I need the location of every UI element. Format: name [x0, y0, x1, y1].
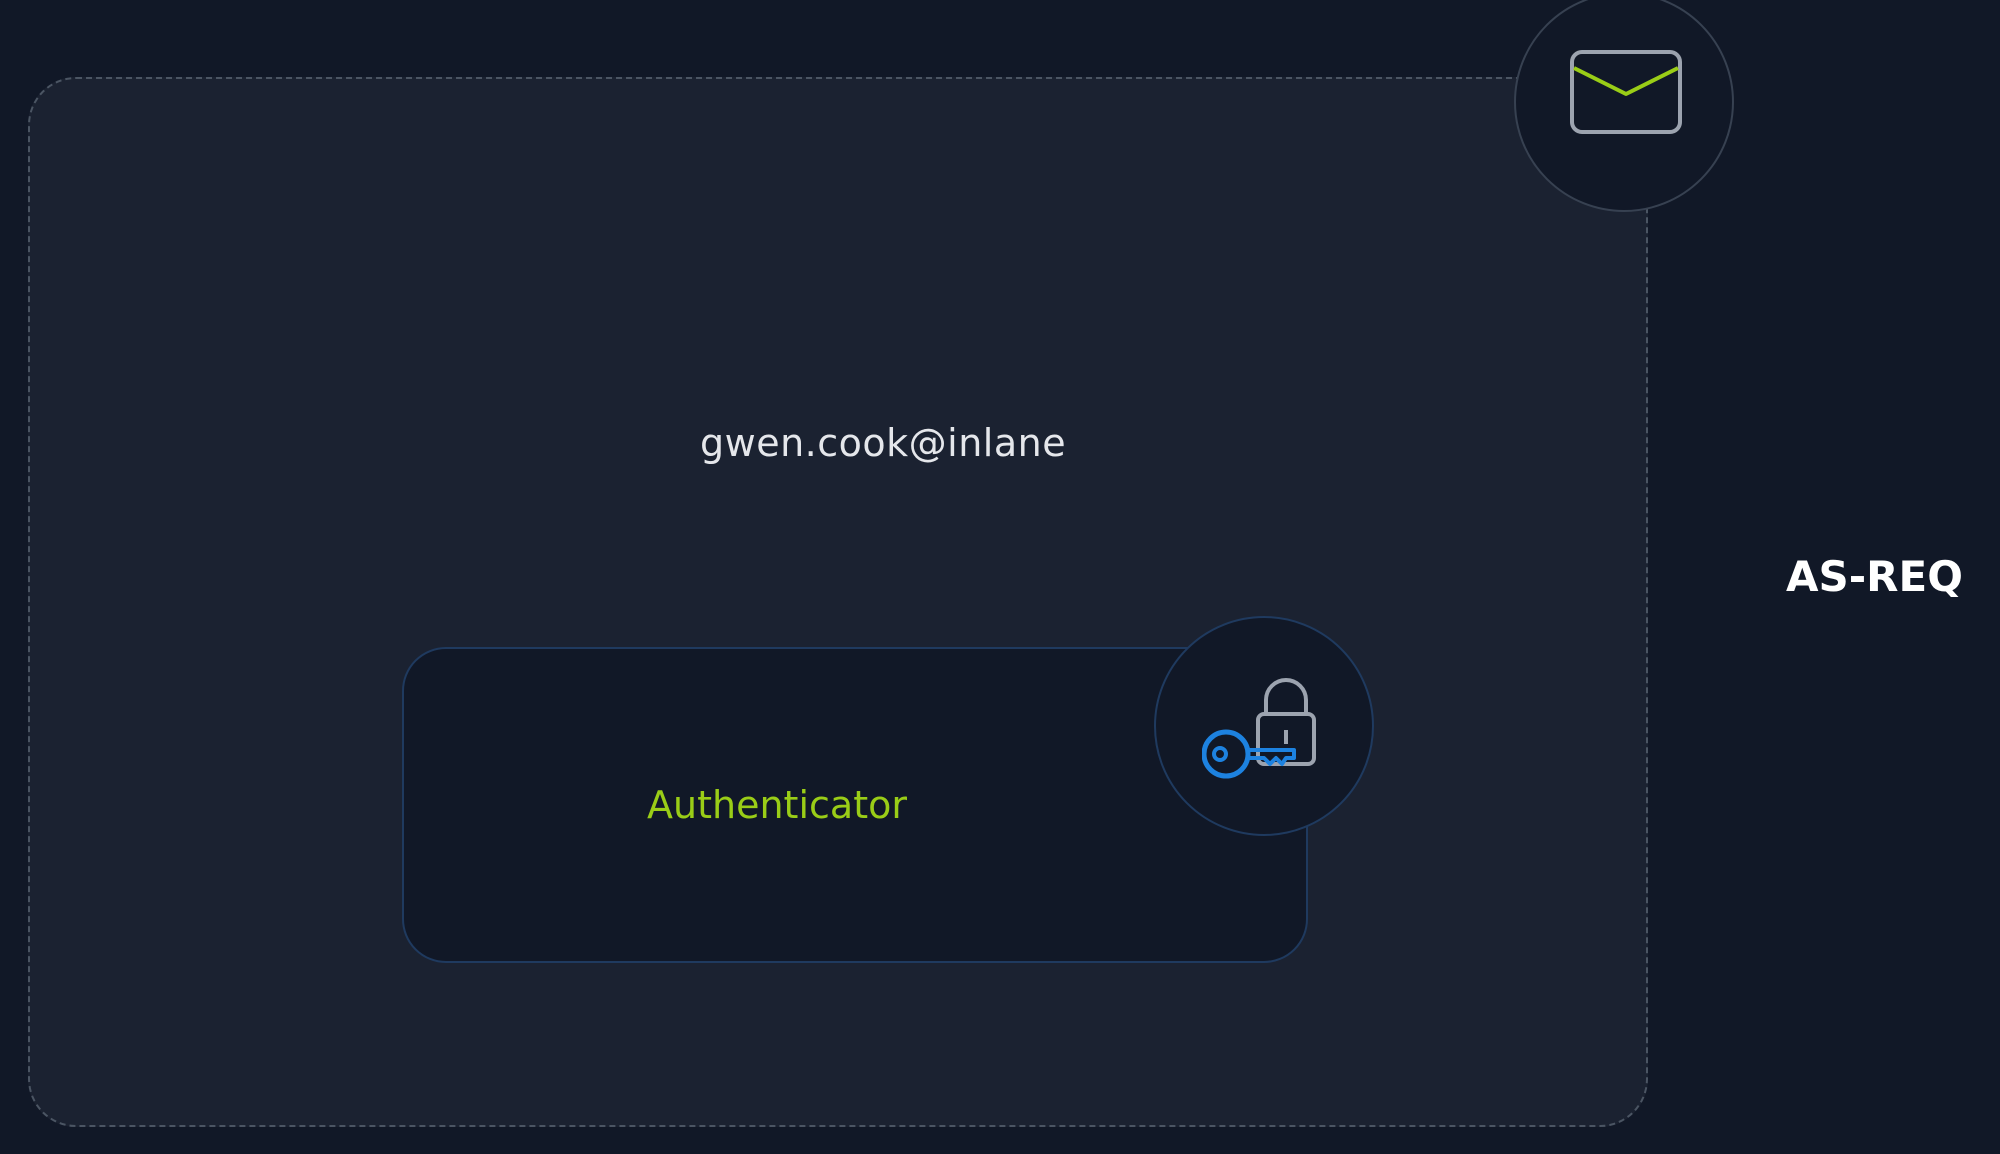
message-type-label: AS-REQ: [1786, 552, 1963, 601]
message-badge: [1514, 0, 1734, 212]
key-lock-icon: [1202, 678, 1316, 779]
user-identity-label: gwen.cook@inlane: [700, 421, 1067, 465]
authenticator-label: Authenticator: [647, 783, 907, 827]
envelope-icon: [1570, 50, 1682, 134]
request-container: gwen.cook@inlane Authenticator: [28, 77, 1648, 1127]
key-lock-badge: [1154, 616, 1374, 836]
